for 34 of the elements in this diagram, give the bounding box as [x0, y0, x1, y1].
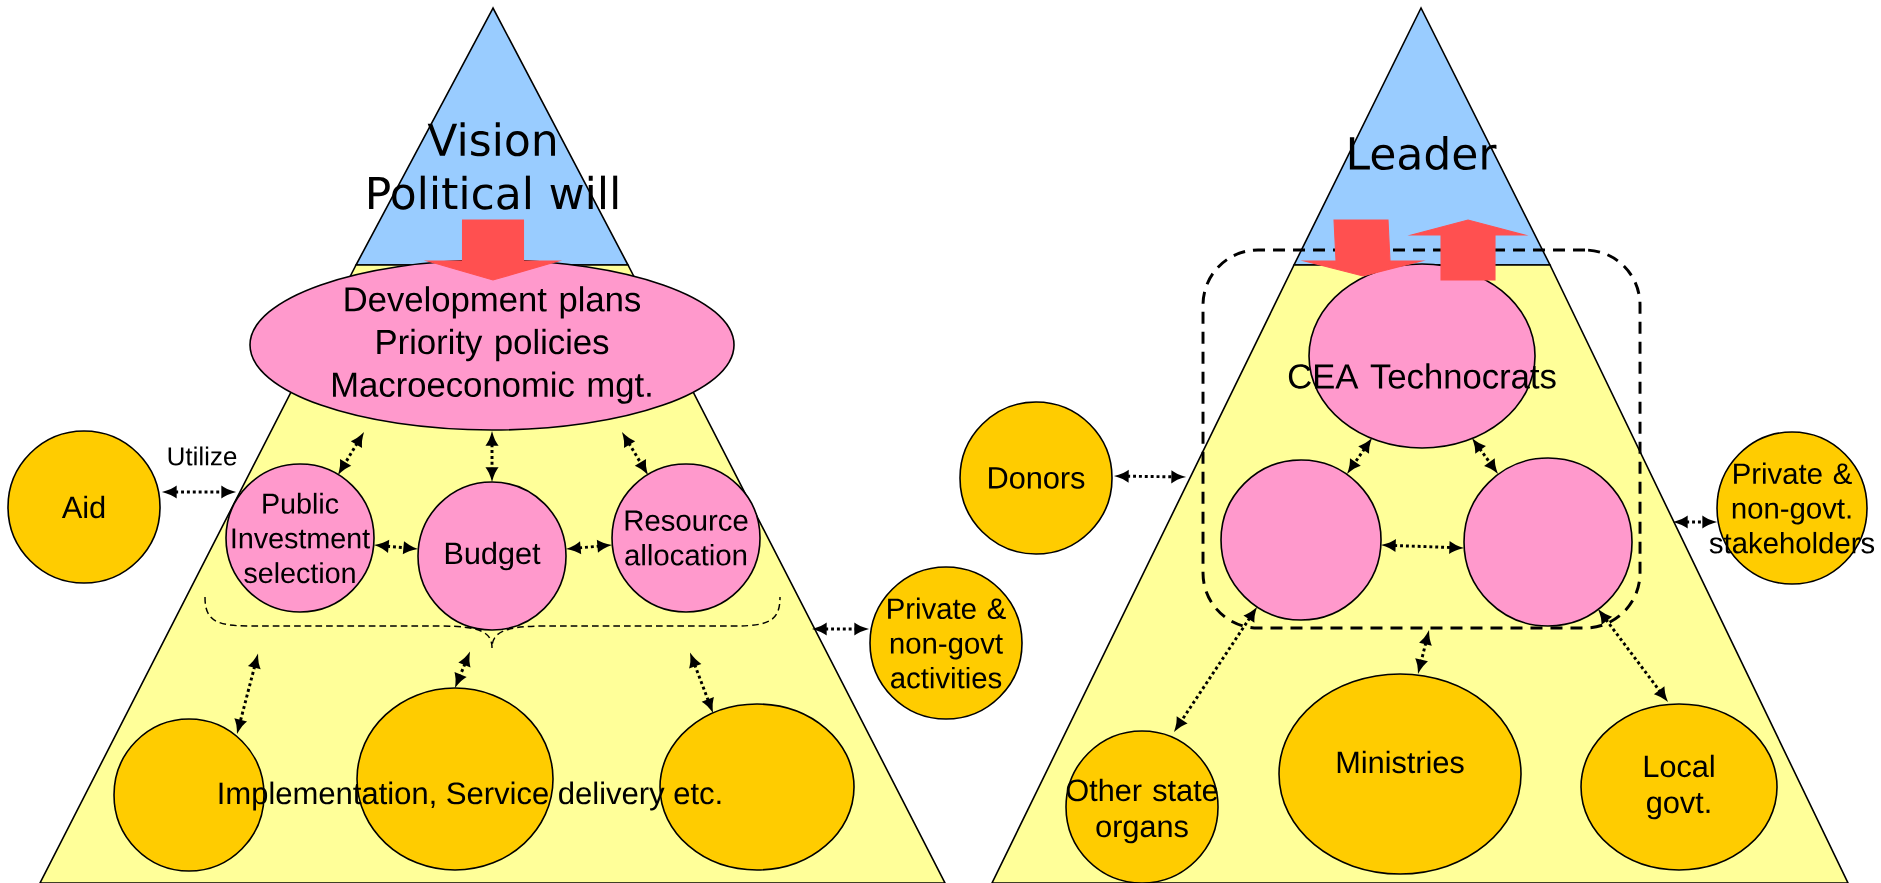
block-arrow — [1407, 219, 1529, 281]
dotted-arrow — [623, 434, 647, 473]
dotted-arrow — [1416, 633, 1431, 671]
dotted-arrow — [235, 656, 260, 731]
dotted-arrow — [815, 623, 866, 635]
circle-node: Ministries — [1278, 673, 1522, 875]
dotted-arrow — [1175, 609, 1256, 730]
brace — [204, 596, 781, 649]
circle-node: Local govt. — [1580, 703, 1778, 871]
block-arrow — [423, 219, 563, 281]
dotted-arrow — [1348, 440, 1371, 472]
dotted-arrow — [1384, 540, 1461, 553]
edge-label: Utilize — [168, 446, 237, 466]
dotted-arrow — [455, 654, 470, 685]
circle-node: Donors — [959, 401, 1113, 555]
dotted-arrow — [689, 655, 714, 710]
dotted-arrow — [1473, 440, 1497, 472]
dotted-arrow — [339, 434, 363, 473]
dotted-arrow — [569, 540, 609, 554]
circle-node: Resource allocation — [611, 463, 761, 613]
dotted-arrow — [377, 540, 415, 554]
circle-node — [1463, 457, 1633, 627]
circle-node: Aid — [7, 430, 161, 584]
circle-node: Budget — [417, 481, 567, 631]
dotted-arrow — [1117, 470, 1183, 483]
dotted-arrow — [486, 434, 498, 479]
circle-node: Private & non-govt activities — [869, 566, 1023, 720]
dotted-arrow — [1676, 516, 1714, 528]
dotted-arrow — [1599, 611, 1667, 700]
block-arrow — [1300, 219, 1426, 277]
dashed-group-box — [1201, 248, 1642, 630]
circle-node — [1220, 459, 1382, 621]
ellipse-node: Development plans Priority policies Macroeconomic mgt. — [249, 259, 735, 431]
dotted-arrow — [165, 486, 233, 498]
